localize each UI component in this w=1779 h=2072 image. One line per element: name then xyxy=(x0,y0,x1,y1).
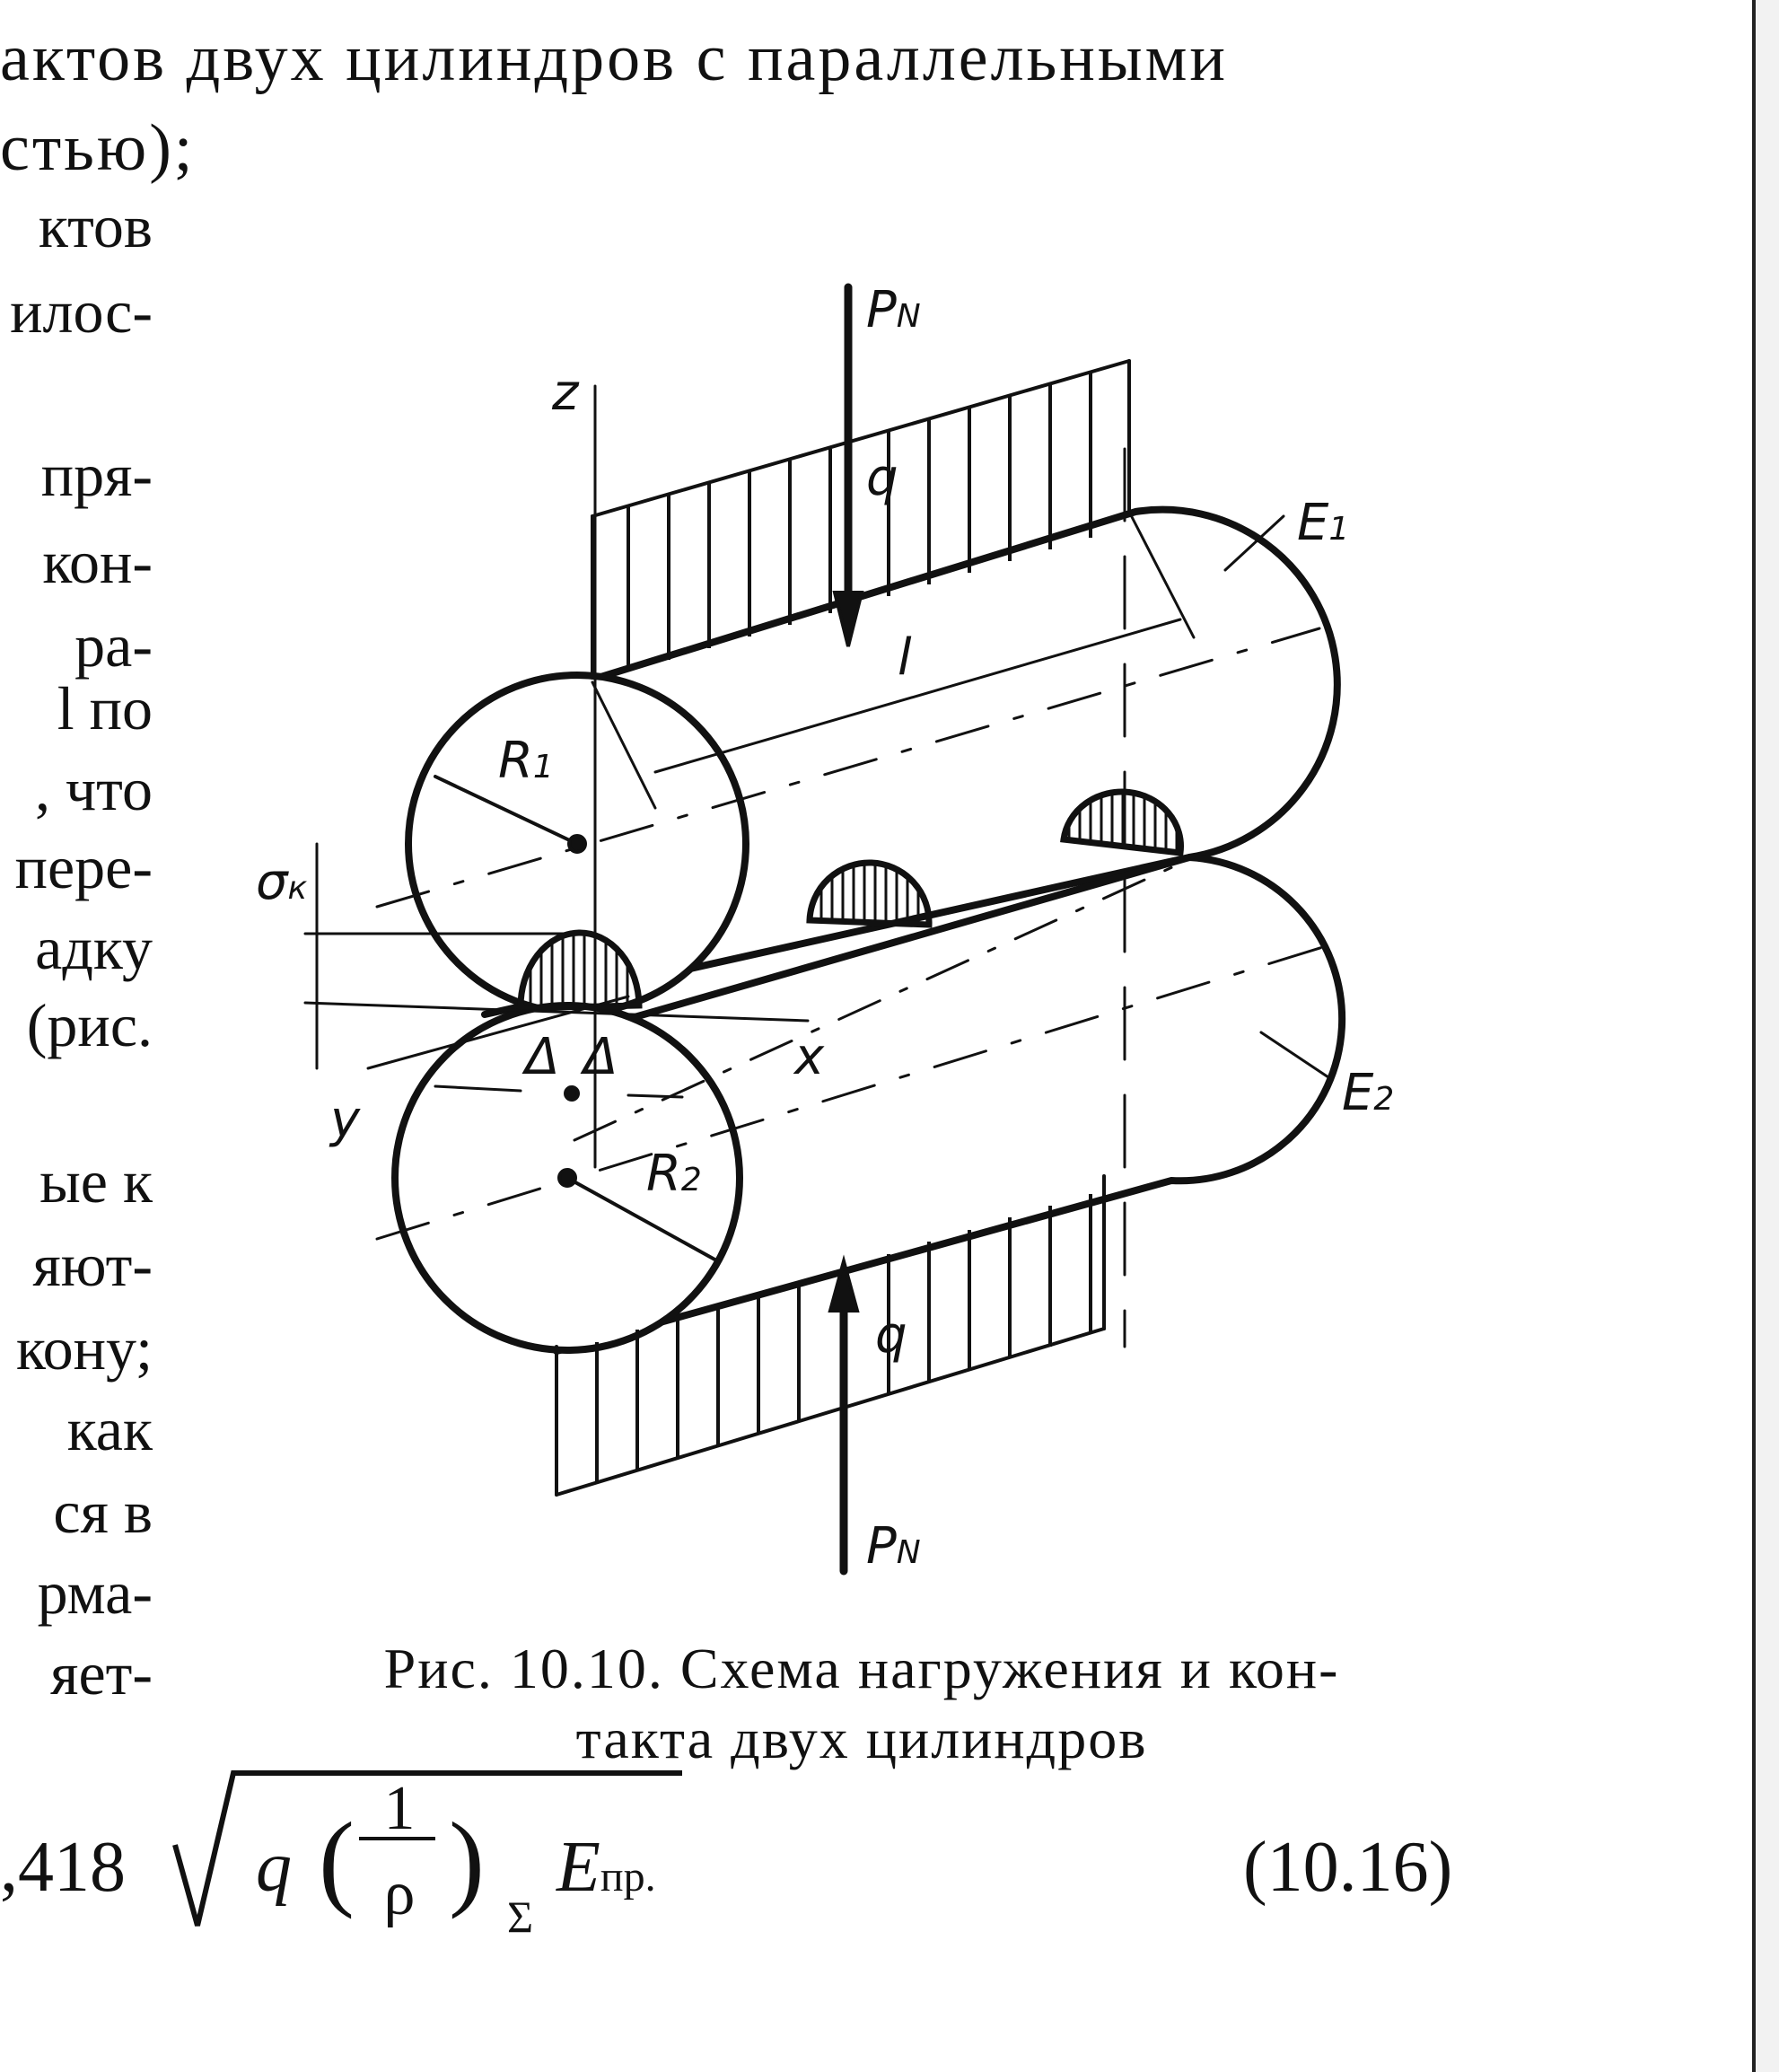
left-line: яет- xyxy=(50,1639,153,1708)
caption-line-1: Рис. 10.10. Схема нагружения и кон- xyxy=(383,1637,1340,1700)
length-label: l xyxy=(898,628,912,687)
force-bottom-label: PN xyxy=(866,1517,921,1576)
left-line: пря- xyxy=(40,441,153,509)
top-load-arrows xyxy=(627,373,1092,672)
left-line: пере- xyxy=(14,833,153,901)
formula-prefix: ,418 xyxy=(0,1828,126,1907)
delta-right-label: Δ xyxy=(583,1028,618,1086)
sigma-label: σк xyxy=(256,853,308,911)
q-top-label: q xyxy=(866,449,898,507)
contact-zone-back xyxy=(1060,788,1184,856)
left-line: ые к xyxy=(39,1147,153,1216)
left-line: ктов xyxy=(38,192,153,260)
figure-caption: Рис. 10.10. Схема нагружения и кон- такт… xyxy=(269,1634,1454,1774)
top-cylinder xyxy=(481,505,1341,1018)
formula-open-paren: ( xyxy=(319,1800,355,1919)
formula-denominator: ρ xyxy=(383,1859,416,1928)
r2-label: R2 xyxy=(646,1145,702,1203)
left-line: илос- xyxy=(10,277,153,346)
left-line: ся в xyxy=(53,1478,153,1546)
left-line: кон- xyxy=(42,528,153,596)
page-edge xyxy=(1752,0,1779,2072)
q-bottom-label: q xyxy=(875,1306,907,1365)
left-line: , что xyxy=(34,755,153,823)
top-text-line-2: стью); xyxy=(0,111,196,185)
left-line: (рис. xyxy=(26,991,153,1059)
delta-left-label: Δ xyxy=(525,1028,560,1086)
formula-e: Eпр. xyxy=(556,1828,656,1907)
formula-q: q xyxy=(256,1828,292,1907)
left-line: кону; xyxy=(16,1314,153,1383)
x-axis-label: x xyxy=(794,1028,825,1086)
left-line: рма- xyxy=(37,1558,153,1627)
equation-number: (10.16) xyxy=(1243,1828,1453,1907)
bottom-load-arrows xyxy=(595,1194,1092,1483)
caption-line-2: такта двух цилиндров xyxy=(575,1707,1148,1771)
top-text-line-1: актов двух цилиндров с параллельными xyxy=(0,22,1229,95)
left-line: яют- xyxy=(32,1231,153,1299)
contact-zone-middle xyxy=(806,859,933,928)
formula-close-paren: ) xyxy=(449,1800,485,1919)
e2-label: E2 xyxy=(1342,1064,1395,1122)
left-line: адку xyxy=(35,914,153,982)
left-line: ра- xyxy=(74,611,153,680)
y-axis-label: y xyxy=(330,1091,361,1149)
left-line: l по xyxy=(57,674,153,742)
e1-label: E1 xyxy=(1297,494,1350,552)
bottom-cylinder xyxy=(553,853,1346,1355)
r1-label: R1 xyxy=(498,732,554,790)
formula-numerator: 1 xyxy=(383,1774,416,1843)
force-top-label: PN xyxy=(866,281,921,339)
left-line: как xyxy=(66,1395,153,1463)
formula-sum-sub: Σ xyxy=(507,1892,534,1942)
z-axis-label: z xyxy=(552,364,579,422)
